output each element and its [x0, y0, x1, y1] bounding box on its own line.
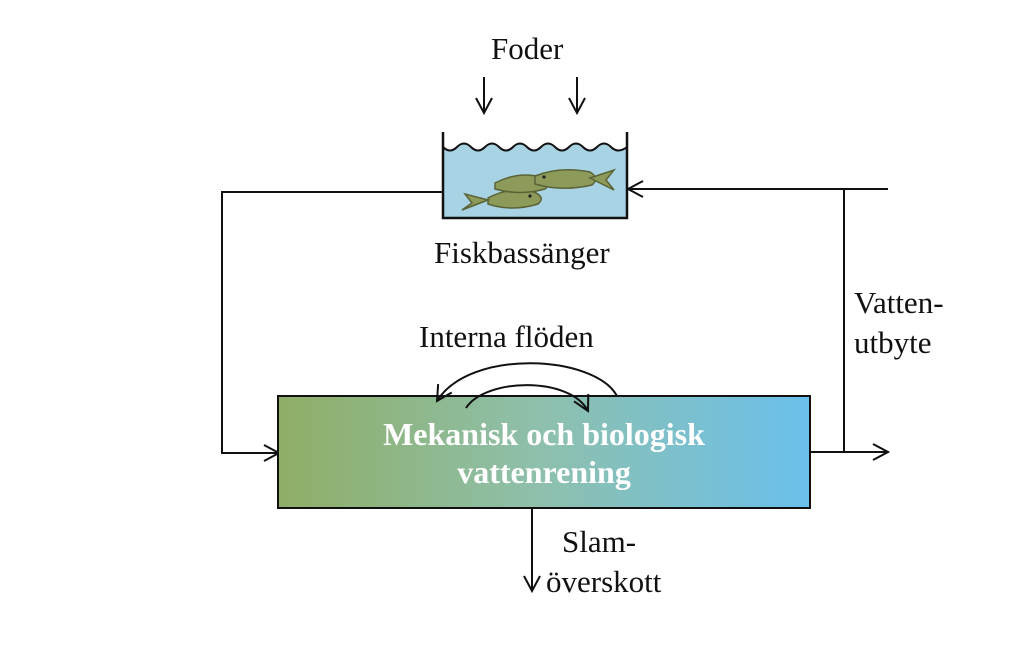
feed-label: Foder: [491, 31, 564, 66]
flow-tank-to-treatment: [221, 191, 443, 462]
internal-flow-arc-outer: [435, 362, 618, 403]
treatment-label-line1: Mekanisk och biologisk: [383, 416, 705, 452]
sludge-label-line2: överskott: [546, 564, 662, 599]
fish-tanks-label: Fiskbassänger: [434, 235, 610, 270]
fish-icon: [461, 168, 617, 211]
water-exchange-label-line1: Vatten-: [854, 285, 944, 320]
treatment-label-line2: vattenrening: [457, 454, 631, 490]
internal-flow-arc-inner: [465, 384, 590, 413]
internal-flows-label: Interna flöden: [419, 319, 594, 354]
water-exchange-label-line2: utbyte: [854, 325, 932, 360]
sludge-label-line1: Slam-: [562, 524, 637, 559]
treatment-box: [277, 395, 811, 509]
